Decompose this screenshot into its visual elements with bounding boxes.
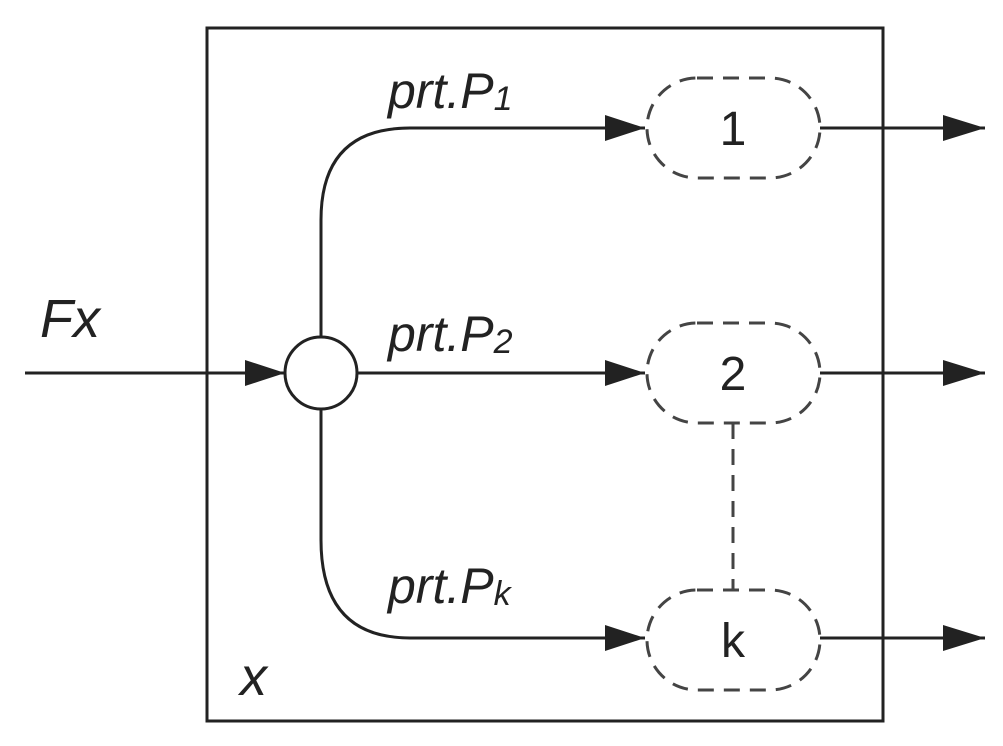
output-1-arrowhead xyxy=(943,115,985,141)
branch-2-arrowhead xyxy=(605,360,645,386)
output-k-arrowhead xyxy=(943,625,985,651)
input-label: Fx xyxy=(40,289,102,349)
branch-k-label-prefix: prt.P xyxy=(386,558,494,614)
node-2-label: 2 xyxy=(720,348,747,401)
branch-k-label: prt.Pk xyxy=(386,558,513,614)
branch-1-label-prefix: prt.P xyxy=(386,63,494,119)
branch-k-edge xyxy=(319,409,645,640)
input-arrowhead xyxy=(245,360,285,386)
node-k-label: k xyxy=(721,615,746,668)
output-2-arrowhead xyxy=(943,360,985,386)
box-label: x xyxy=(237,647,269,707)
branch-1-label: prt.P1 xyxy=(386,63,513,119)
branch-k-label-subscript: k xyxy=(494,575,513,613)
branch-1-label-subscript: 1 xyxy=(494,80,513,118)
node-1-label: 1 xyxy=(720,103,747,156)
branch-k-arrowhead xyxy=(605,625,645,651)
split-node xyxy=(283,335,359,411)
node-1 xyxy=(645,76,822,180)
branch-1-arrowhead xyxy=(605,115,645,141)
branch-1-edge xyxy=(319,126,645,337)
branch-2-label-subscript: 2 xyxy=(493,323,513,361)
branch-2-label: prt.P2 xyxy=(386,306,513,362)
branch-2-label-prefix: prt.P xyxy=(386,306,494,362)
